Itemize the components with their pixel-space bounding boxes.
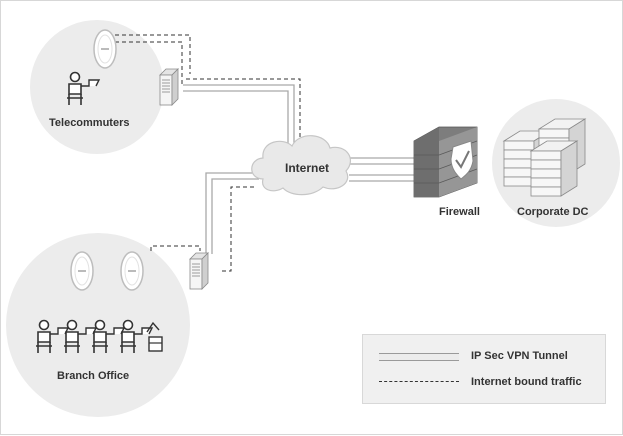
corporate-dc-label: Corporate DC — [517, 206, 589, 218]
branch-printer-icon — [146, 321, 163, 352]
branch-access-point-2-icon — [120, 251, 144, 291]
tunnel-swatch — [379, 351, 459, 361]
vpn-tunnel-lines — [183, 84, 421, 254]
telecommuter-access-point-icon — [93, 29, 117, 69]
legend-tunnel-row: IP Sec VPN Tunnel — [379, 347, 568, 365]
internet-label: Internet — [285, 161, 329, 175]
legend-tunnel-label: IP Sec VPN Tunnel — [471, 350, 568, 362]
telecommuters-group-bg — [30, 20, 164, 154]
legend: IP Sec VPN Tunnel Internet bound traffic — [362, 334, 606, 404]
dc-server-rack-3-icon — [530, 140, 578, 197]
legend-traffic-label: Internet bound traffic — [471, 376, 582, 388]
telecommuter-router-icon — [159, 68, 179, 106]
firewall-label: Firewall — [439, 206, 480, 218]
branch-access-point-1-icon — [70, 251, 94, 291]
traffic-swatch — [379, 377, 459, 387]
legend-traffic-row: Internet bound traffic — [379, 373, 582, 391]
internet-cloud-icon — [251, 135, 351, 196]
firewall-icon — [413, 126, 478, 198]
branch-office-label: Branch Office — [57, 370, 129, 382]
telecommuters-label: Telecommuters — [49, 117, 130, 129]
branch-router-icon — [189, 252, 209, 290]
